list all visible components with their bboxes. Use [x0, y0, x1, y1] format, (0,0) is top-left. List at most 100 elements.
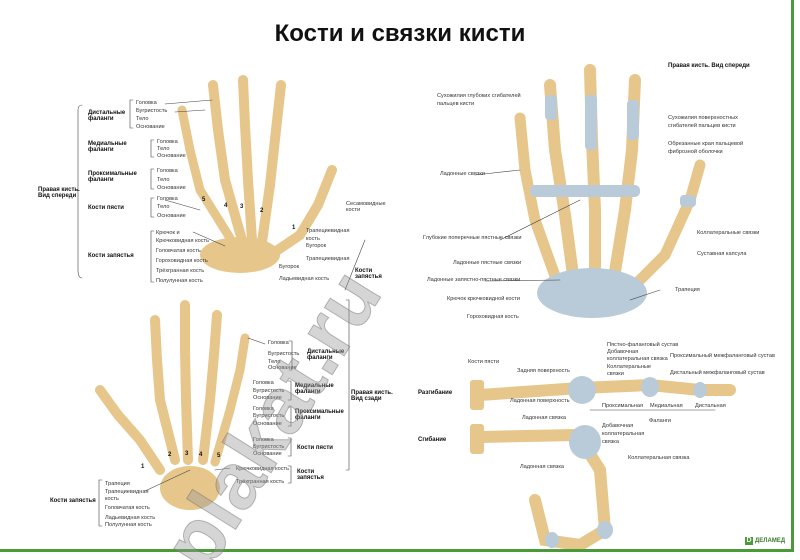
label: Трёхгранная кость: [156, 268, 205, 274]
front-little-finger: [177, 105, 235, 243]
finger-extension-illustration: [470, 376, 736, 410]
metacarpal-heading: Кости пясти: [297, 445, 333, 451]
label: Гороховидная кость: [156, 258, 208, 264]
label: Основание: [157, 213, 186, 219]
label: Коллатеральная связка: [628, 455, 690, 461]
logo-text: ДЕЛАМЕД: [755, 538, 786, 544]
label: Ладонная связка: [522, 415, 567, 421]
label: Проксимальная: [602, 403, 644, 409]
label: Трапеция: [105, 481, 130, 487]
label: Ладьевидная кость: [105, 515, 156, 521]
metacarpal-heading: Кости пясти: [88, 205, 124, 211]
label: Головка: [157, 168, 178, 174]
label: Проксимальный межфаланговый сустав: [670, 353, 776, 359]
label: Головка: [157, 139, 178, 145]
label: Гороховидная кость: [467, 314, 519, 320]
carpal-left-heading: Кости запястья: [50, 498, 96, 504]
carpal-heading: Кости запястья: [88, 253, 134, 259]
label: Основание: [268, 365, 297, 371]
label: Крючок и: [156, 230, 180, 236]
label: Дистальная: [695, 403, 726, 409]
label: Головчатая кость: [105, 505, 150, 511]
label: Сухожилия глубоких сгибателей: [437, 93, 521, 99]
label: Ладонная поверхность: [510, 398, 570, 404]
bone-number: 1: [292, 225, 296, 231]
label: Суставная капсула: [697, 251, 747, 257]
label: сгибателей пальцев кисти: [668, 123, 736, 129]
front-ring-finger: [208, 80, 247, 245]
front-carpus: [200, 237, 280, 273]
label: Головка: [253, 437, 274, 443]
label: Трапециевидная: [306, 256, 350, 262]
label: Основание: [157, 153, 186, 159]
view-label: Правая кисть.Вид спереди: [38, 187, 80, 199]
label: фиброзной оболочки: [668, 149, 723, 155]
label: Основание: [136, 124, 165, 130]
bone-number: 1: [141, 464, 145, 470]
label: Основание: [157, 185, 186, 191]
label: Ладьевидная кость: [279, 276, 330, 282]
poster-title: Кости и связки кисти: [274, 20, 526, 47]
label: связка: [602, 439, 619, 445]
view-label: Правая кисть. Вид спереди: [668, 63, 750, 69]
label: Задняя поверхность: [517, 368, 570, 374]
label: Ладонные пястные связки: [453, 260, 522, 266]
label: Трапециевидная: [105, 489, 149, 495]
label: Добавочная: [607, 349, 639, 355]
label: Крючок крючковидной кости: [447, 296, 520, 302]
label: кость: [306, 236, 320, 242]
label: Бугристость: [268, 351, 300, 357]
label: Дистальный межфаланговый сустав: [670, 370, 765, 376]
label: Головка: [253, 380, 274, 386]
label: Трапециевидная: [306, 228, 350, 234]
label: Фаланги: [649, 418, 671, 424]
label: пальцев кисти: [437, 101, 475, 107]
view-label: Правая кисть.Вид сзади: [351, 390, 393, 402]
label: Ладонная связка: [520, 464, 565, 470]
label: Бугристость: [136, 108, 168, 114]
front-index-finger: [257, 80, 286, 247]
label: Полулунная кость: [156, 278, 203, 284]
label: Тело: [157, 204, 170, 210]
label: коллатеральная связка: [607, 356, 668, 362]
label: Головка: [268, 340, 289, 346]
flexion-heading: Сгибание: [418, 437, 447, 443]
poster-frame: [0, 0, 794, 552]
label: Головка: [253, 406, 274, 412]
label: Трёхгранная кость: [236, 479, 285, 485]
label: Основание: [253, 451, 282, 457]
label: Ладонные связки: [440, 171, 485, 177]
label: Коллатеральные: [607, 364, 651, 370]
bone-number: 3: [185, 451, 189, 457]
label: Глубокие поперечные пястные связки: [423, 235, 522, 241]
bone-number: 2: [168, 452, 172, 458]
bone-number: 5: [217, 453, 221, 459]
label: Обрезанные края пальцевой: [668, 141, 744, 147]
label: Крючковидная кость: [236, 466, 290, 472]
label: связки: [607, 371, 624, 377]
label: Тело: [268, 359, 281, 365]
label: Кости пясти: [468, 359, 499, 365]
leader-lines: [77, 99, 716, 527]
publisher-logo: D ДЕЛАМЕД: [745, 537, 785, 545]
bone-number: 5: [202, 197, 206, 203]
label: Бугорок: [306, 243, 327, 249]
label: Пястно-фаланговый сустав: [607, 342, 679, 348]
front-thumb: [255, 165, 337, 267]
label: Медиальная: [650, 403, 683, 409]
label: Ладонные запястно-пястные связки: [427, 277, 521, 283]
label: коллатеральная: [602, 431, 645, 437]
logo-mark-icon: D: [745, 537, 753, 545]
extension-heading: Разгибание: [418, 390, 453, 396]
label: Добавочная: [602, 423, 634, 429]
